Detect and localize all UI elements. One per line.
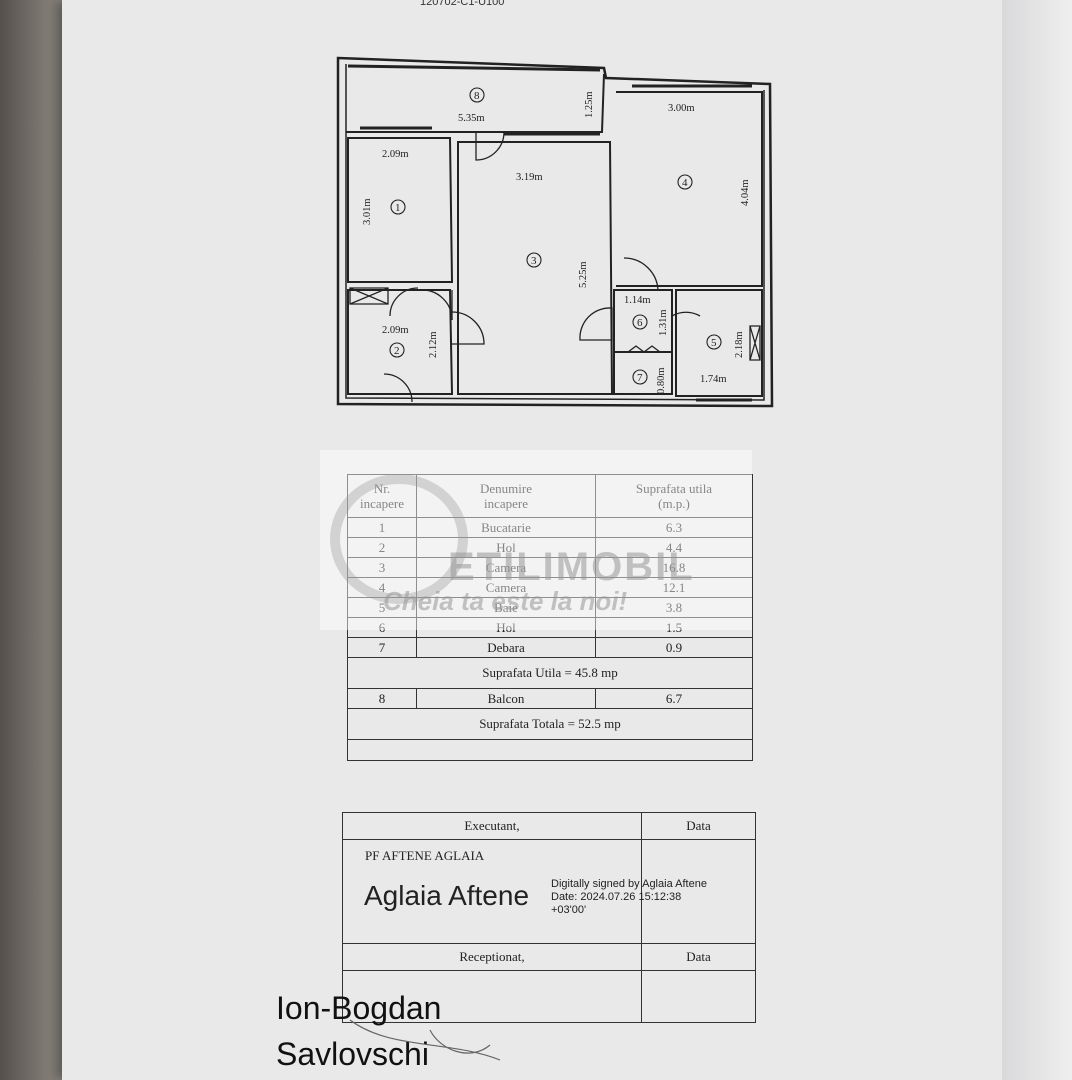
cell-area: 3.8 xyxy=(595,597,753,618)
handwritten-name-line1: Ion-Bogdan xyxy=(276,990,442,1026)
dim-balcony-length: 5.35m xyxy=(458,113,485,124)
useful-total-row: Suprafata Utila = 45.8 mp xyxy=(347,657,753,689)
blank-row xyxy=(347,739,753,761)
cell-area: 0.9 xyxy=(595,637,753,658)
received-label: Receptionat, xyxy=(342,943,642,971)
cell-nr: 8 xyxy=(347,688,417,709)
executant-company: PF AFTENE AGLAIA xyxy=(365,848,485,863)
executant-label: Executant, xyxy=(342,812,642,840)
digital-signature: Digitally signed by Aglaia Aftene Date: … xyxy=(551,878,707,916)
dim-room3-width: 3.19m xyxy=(516,172,543,183)
floor-plan: 5.35m 1.25m 2.09m 3.01m 2.09m 2.12m 3.19… xyxy=(336,56,774,408)
handwritten-name-line2: Savlovschi xyxy=(276,1036,429,1072)
dim-hall-height: 2.12m xyxy=(428,331,439,358)
watermark-brand: ETILIMOBIL xyxy=(448,545,695,589)
dim-room1-width: 2.09m xyxy=(382,149,409,160)
useful-total: Suprafata Utila = 45.8 mp xyxy=(347,657,753,689)
cell-name: Debara xyxy=(416,637,596,658)
room-number-2: 2 xyxy=(394,345,400,357)
signer-name: Aglaia Aftene xyxy=(364,880,530,911)
signature-table: Executant, Data Receptionat, Data xyxy=(342,812,756,1023)
room-number-6: 6 xyxy=(637,317,643,329)
cell-nr: 7 xyxy=(347,637,417,658)
document-code: 120702-C1-U100 xyxy=(420,0,505,8)
watermark-slogan: Cheia ta este la noi! xyxy=(383,586,628,616)
dim-room1-height: 3.01m xyxy=(362,198,373,225)
dim-room3-height: 5.25m xyxy=(578,261,589,288)
room-number-4: 4 xyxy=(682,177,688,189)
room-number-5: 5 xyxy=(711,337,717,349)
dim-room4-height: 4.04m xyxy=(740,179,751,206)
date-label: Data xyxy=(641,812,756,840)
signature-scribble xyxy=(349,1019,501,1061)
watermark-logo xyxy=(330,474,468,604)
dim-hall6-height: 1.31m xyxy=(658,309,669,336)
background-edge xyxy=(0,0,62,1080)
grand-total: Suprafata Totala = 52.5 mp xyxy=(347,708,753,740)
room-number-8: 8 xyxy=(474,90,480,102)
dim-storage-height: 0.80m xyxy=(656,367,667,394)
background-strip xyxy=(1002,0,1072,1080)
cell-area: 6.7 xyxy=(595,688,753,709)
dim-room4-width: 3.00m xyxy=(668,103,695,114)
room-number-7: 7 xyxy=(637,372,643,384)
room-number-1: 1 xyxy=(395,202,401,214)
dim-hall6-width: 1.14m xyxy=(624,295,651,306)
room-number-3: 3 xyxy=(531,255,537,267)
dim-bath-height: 2.18m xyxy=(734,331,745,358)
date-label-2: Data xyxy=(641,943,756,971)
rooms-table: Nr. incapere Denumire incapere Suprafata… xyxy=(347,474,753,761)
cell-name: Balcon xyxy=(416,688,596,709)
dim-hall-width: 2.09m xyxy=(382,325,409,336)
dim-balcony-width: 1.25m xyxy=(584,91,595,118)
dim-bath-width: 1.74m xyxy=(700,374,727,385)
grand-total-row: Suprafata Totala = 52.5 mp xyxy=(347,708,753,740)
